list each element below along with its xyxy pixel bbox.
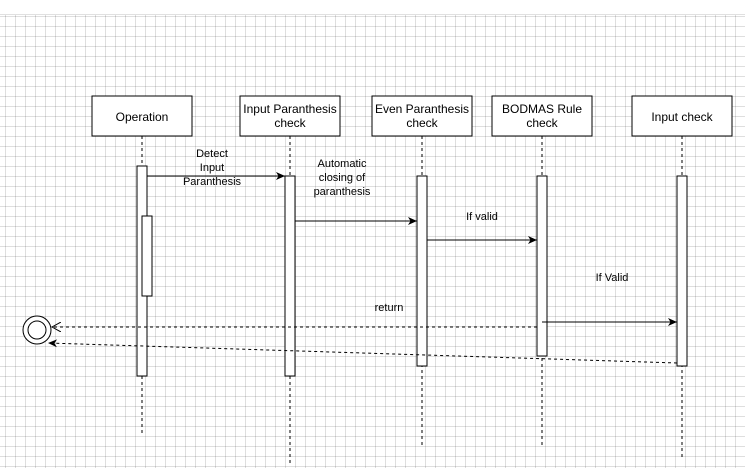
activation-input-paranthesis[interactable]	[284, 175, 296, 377]
message-label: Input	[200, 162, 224, 174]
end-state-icon[interactable]	[22, 315, 52, 345]
svg-text:Automatic: Automatic	[318, 158, 367, 170]
svg-text:Input check: Input check	[651, 110, 713, 124]
activation-even-paranthesis[interactable]	[416, 175, 428, 367]
svg-text:check: check	[406, 116, 438, 130]
message-label: Detect	[196, 148, 228, 160]
participant-label: check	[406, 116, 438, 130]
activation-bars	[136, 165, 688, 377]
label-if-valid-input: If Valid	[596, 272, 629, 284]
message-label: closing of	[319, 172, 366, 184]
participant-operation[interactable]: Operation	[91, 95, 193, 137]
label-automatic-closing: Automatic closing of paranthesis	[314, 158, 371, 198]
message-label: Automatic	[318, 158, 367, 170]
label-if-valid: If valid	[466, 211, 498, 223]
svg-text:Paranthesis: Paranthesis	[183, 176, 242, 188]
svg-text:closing of: closing of	[319, 172, 366, 184]
message-label: paranthesis	[314, 186, 371, 198]
svg-text:Even Paranthesis: Even Paranthesis	[375, 102, 469, 116]
participant-even-paranthesis[interactable]: Even Paranthesis check	[371, 95, 473, 137]
participant-label: check	[526, 116, 558, 130]
top-toolbar-edge	[0, 0, 745, 15]
message-label: Paranthesis	[183, 176, 242, 188]
svg-text:BODMAS Rule: BODMAS Rule	[502, 102, 582, 116]
svg-text:check: check	[526, 116, 558, 130]
participant-label: Operation	[116, 110, 169, 124]
svg-text:paranthesis: paranthesis	[314, 186, 371, 198]
message-arrow-return-input-check[interactable]	[47, 339, 678, 364]
participant-label: Input check	[651, 110, 713, 124]
activation-input-check[interactable]	[676, 175, 688, 367]
activation-operation-nested[interactable]	[141, 215, 153, 297]
participant-label: Even Paranthesis	[375, 102, 469, 116]
label-detect-input: Detect Input Paranthesis	[183, 148, 242, 188]
participant-label: Input Paranthesis	[243, 102, 336, 116]
participant-input-paranthesis[interactable]: Input Paranthesis check	[239, 95, 341, 137]
participant-label: check	[274, 116, 306, 130]
activation-bodmas[interactable]	[536, 175, 548, 357]
participant-bodmas[interactable]: BODMAS Rule check	[491, 95, 593, 137]
svg-text:Input: Input	[200, 162, 224, 174]
svg-text:check: check	[274, 116, 306, 130]
svg-text:Detect: Detect	[196, 148, 228, 160]
participant-input-check[interactable]: Input check	[631, 95, 733, 137]
svg-text:Input Paranthesis: Input Paranthesis	[243, 102, 336, 116]
svg-text:Operation: Operation	[116, 110, 169, 124]
label-return: return	[375, 302, 404, 314]
participant-label: BODMAS Rule	[502, 102, 582, 116]
